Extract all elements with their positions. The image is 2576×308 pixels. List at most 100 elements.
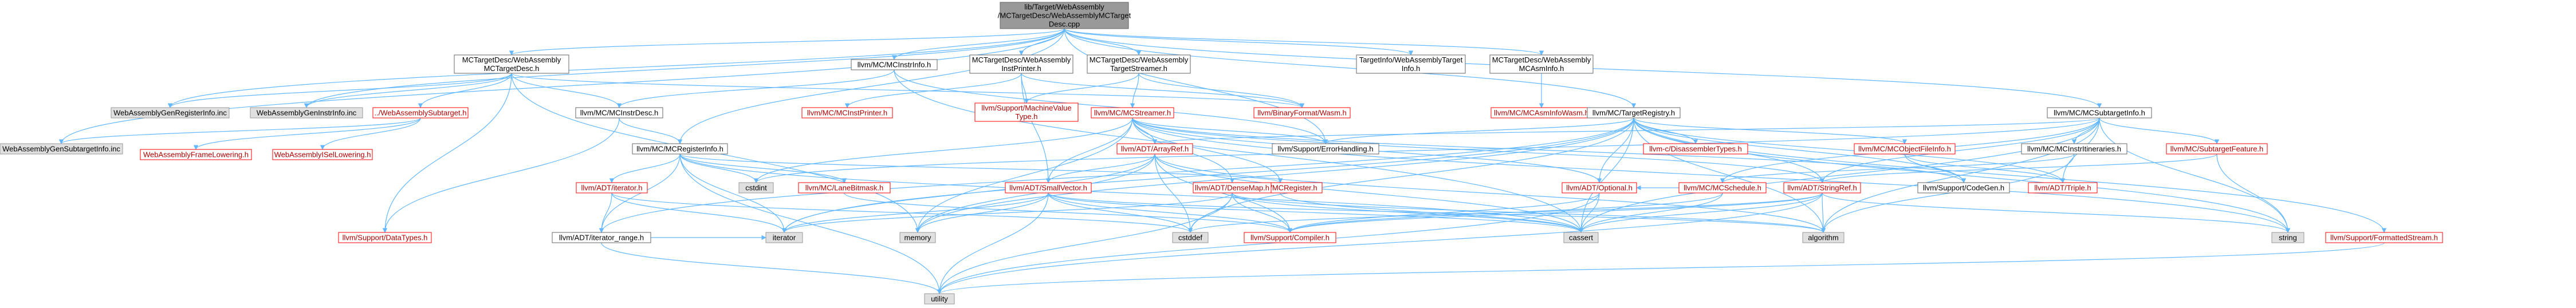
node-label-binaryformat: llvm/BinaryFormat/Wasm.h bbox=[1257, 109, 1347, 117]
node-errorhandling[interactable]: llvm/Support/ErrorHandling.h bbox=[1272, 143, 1379, 155]
node-label-asminfo_h: MCTargetDesc/WebAssembly bbox=[1492, 56, 1591, 64]
edge-root-to-gensubtargetinfo bbox=[58, 28, 1065, 144]
node-objectfileinfo[interactable]: llvm/MC/MCObjectFileInfo.h bbox=[1854, 143, 1956, 155]
node-label-datatypes: llvm/Support/DataTypes.h bbox=[343, 234, 428, 242]
node-lanebitmask[interactable]: llvm/MC/LaneBitmask.h bbox=[798, 182, 891, 194]
node-box-arrayref bbox=[1116, 143, 1193, 155]
node-box-instrinineraries bbox=[2021, 143, 2127, 155]
node-box-mcstreamer bbox=[1091, 107, 1174, 119]
edge-root-to-genregisterinfo bbox=[167, 28, 1065, 108]
node-box-compiler bbox=[1244, 232, 1336, 243]
edge-densemap-to-algorithm bbox=[1232, 192, 1826, 233]
edge-root-to-targetinfo_h bbox=[1064, 28, 1413, 56]
node-subtargetinfo_h[interactable]: llvm/MC/MCSubtargetInfo.h bbox=[2047, 107, 2152, 119]
node-label-registerinfo_h: llvm/MC/MCRegisterInfo.h bbox=[636, 145, 723, 153]
edge-arrayref-to-iterator bbox=[781, 153, 1155, 233]
node-label-wasmsubtarget: ../WebAssemblySubtarget.h bbox=[375, 109, 467, 117]
node-stringref[interactable]: llvm/ADT/StringRef.h bbox=[1783, 182, 1861, 194]
node-label-algorithm: algorithm bbox=[1808, 234, 1838, 242]
node-mcinstprinter[interactable]: llvm/MC/MCInstPrinter.h bbox=[801, 107, 893, 119]
node-compiler[interactable]: llvm/Support/Compiler.h bbox=[1244, 232, 1336, 243]
node-disassembler[interactable]: llvm-c/DisassemblerTypes.h bbox=[1643, 143, 1748, 155]
node-box-targetinfo_h bbox=[1356, 54, 1466, 74]
edge-stringref-to-cassert bbox=[1578, 192, 1823, 233]
node-box-subtargetinfo_h bbox=[2047, 107, 2152, 119]
edge-instrdesc_h-to-datatypes bbox=[382, 117, 620, 233]
node-iterator_range[interactable]: llvm/ADT/iterator_range.h bbox=[552, 232, 651, 243]
edge-subtargetinfo_h-to-cstdint bbox=[754, 117, 2100, 183]
node-cstddef: cstddef bbox=[1172, 232, 1209, 243]
node-targetregistry[interactable]: llvm/MC/TargetRegistry.h bbox=[1587, 107, 1681, 119]
node-box-framelowering bbox=[140, 149, 252, 160]
edge-root-to-instrinfo_h bbox=[891, 28, 1065, 60]
node-gensubtargetinfo: WebAssemblyGenSubtargetInfo.inc bbox=[0, 143, 123, 155]
edge-root-to-targetregistry bbox=[1064, 28, 1637, 108]
node-instrinineraries[interactable]: llvm/MC/MCInstrItineraries.h bbox=[2021, 143, 2127, 155]
node-framelowering[interactable]: WebAssemblyFrameLowering.h bbox=[140, 149, 252, 160]
edge-targetregistry-to-objectfileinfo bbox=[1633, 117, 1908, 144]
node-mcstreamer[interactable]: llvm/MC/MCStreamer.h bbox=[1091, 107, 1174, 119]
edge-targetregistry-to-optional bbox=[1596, 117, 1634, 183]
edge-wasmsubtarget-to-isellowering bbox=[320, 117, 421, 150]
node-box-optional bbox=[1562, 182, 1637, 194]
node-label-root: /MCTargetDesc/WebAssemblyMCTarget bbox=[998, 11, 1131, 20]
edge-mcstreamer-to-cstdint bbox=[753, 117, 1133, 183]
node-label-iterator: iterator bbox=[773, 234, 796, 242]
node-box-cstddef bbox=[1172, 232, 1209, 243]
node-box-algorithm bbox=[1802, 232, 1845, 243]
node-label-targetregistry: llvm/MC/TargetRegistry.h bbox=[1592, 109, 1675, 117]
edge-iterator_h-to-cstddef bbox=[611, 192, 1193, 233]
edge-root-to-errorhandling bbox=[1064, 28, 1328, 144]
edge-densemap-to-compiler bbox=[1232, 192, 1293, 233]
edge-optional-to-cassert bbox=[1578, 192, 1600, 233]
node-string: string bbox=[2271, 232, 2304, 243]
node-iterator_h[interactable]: llvm/ADT/iterator.h bbox=[576, 182, 648, 194]
node-densemap[interactable]: llvm/ADT/DenseMap.h bbox=[1193, 182, 1272, 194]
edge-objectfileinfo-to-codegen bbox=[1904, 153, 1967, 183]
node-formattedstream[interactable]: llvm/Support/FormattedStream.h bbox=[2325, 232, 2443, 243]
edge-smallvector-to-memory bbox=[915, 192, 1049, 233]
edge-smallvector-to-utility bbox=[937, 192, 1049, 294]
node-box-stringref bbox=[1783, 182, 1861, 194]
node-box-string bbox=[2271, 232, 2304, 243]
node-binaryformat[interactable]: llvm/BinaryFormat/Wasm.h bbox=[1253, 107, 1351, 119]
node-datatypes[interactable]: llvm/Support/DataTypes.h bbox=[338, 232, 432, 243]
node-subtargetfeature[interactable]: llvm/MC/SubtargetFeature.h bbox=[2166, 143, 2268, 155]
edge-mcstreamer-to-mcregister bbox=[1132, 117, 1283, 183]
node-codegen[interactable]: llvm/Support/CodeGen.h bbox=[1917, 182, 2010, 194]
node-geninstrinfo: WebAssemblyGenInstrInfo.inc bbox=[250, 107, 363, 119]
edge-subtargetinfo_h-to-subtargetfeature bbox=[2099, 117, 2220, 144]
node-mcschedule[interactable]: llvm/MC/MCSchedule.h bbox=[1678, 182, 1767, 194]
node-label-machinevaluetype: llvm/Support/MachineValue bbox=[981, 104, 1071, 112]
node-smallvector[interactable]: llvm/ADT/SmallVector.h bbox=[1005, 182, 1092, 194]
edge-registerinfo_h-to-iterator_h bbox=[609, 153, 681, 183]
edge-wasmsubtarget-to-framelowering bbox=[193, 117, 421, 150]
node-isellowering[interactable]: WebAssemblyISelLowering.h bbox=[272, 149, 373, 160]
node-mcasminfowasm[interactable]: llvm/MC/MCAsmInfoWasm.h bbox=[1490, 107, 1592, 119]
node-instrinfo_h[interactable]: llvm/MC/MCInstrInfo.h bbox=[851, 59, 938, 70]
node-label-instrdesc_h: llvm/MC/MCInstrDesc.h bbox=[580, 109, 659, 117]
edge-targetregistry-to-algorithm bbox=[1633, 117, 1826, 233]
node-registerinfo_h[interactable]: llvm/MC/MCRegisterInfo.h bbox=[632, 143, 728, 155]
node-optional[interactable]: llvm/ADT/Optional.h bbox=[1562, 182, 1637, 194]
edge-densemap-to-utility bbox=[937, 192, 1233, 294]
node-wasmsubtarget[interactable]: ../WebAssemblySubtarget.h bbox=[372, 107, 469, 119]
node-label-lanebitmask: llvm/MC/LaneBitmask.h bbox=[805, 184, 884, 192]
node-label-objectfileinfo: llvm/MC/MCObjectFileInfo.h bbox=[1858, 145, 1951, 153]
edge-instprinter_h-to-smallvector bbox=[1021, 73, 1051, 183]
edge-registerinfo_h-to-lanebitmask bbox=[679, 153, 847, 183]
node-label-subtargetinfo_h: llvm/MC/MCSubtargetInfo.h bbox=[2054, 109, 2145, 117]
node-arrayref[interactable]: llvm/ADT/ArrayRef.h bbox=[1116, 143, 1193, 155]
edge-root-to-registerinfo_h bbox=[677, 28, 1065, 144]
node-label-isellowering: WebAssemblyISelLowering.h bbox=[274, 151, 371, 159]
edge-wasmsubtarget-to-gensubtargetinfo bbox=[59, 117, 421, 144]
node-instrdesc_h[interactable]: llvm/MC/MCInstrDesc.h bbox=[575, 107, 663, 119]
edge-instrinineraries-to-mcschedule bbox=[1720, 153, 2075, 183]
node-triple[interactable]: llvm/ADT/Triple.h bbox=[2028, 182, 2098, 194]
